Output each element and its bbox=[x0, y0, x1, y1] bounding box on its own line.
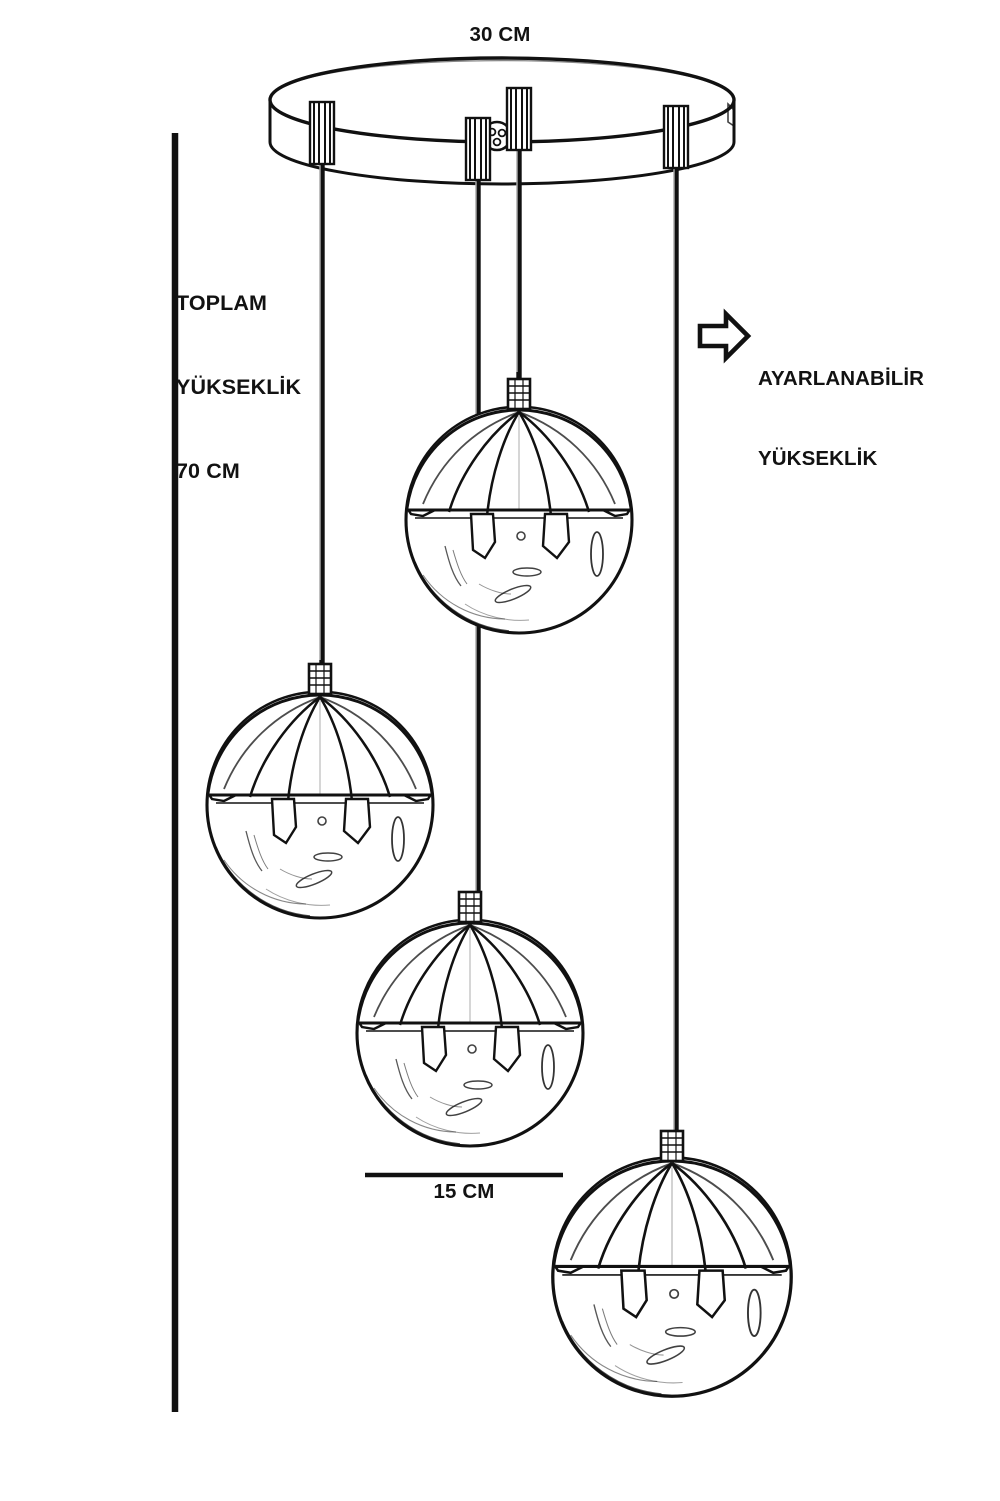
canopy-width-label: 30 CM bbox=[469, 23, 531, 46]
cable-3 bbox=[516, 110, 522, 378]
cable-4 bbox=[673, 126, 679, 1144]
adjustable-height-line-2: YÜKSEKLİK bbox=[758, 447, 878, 471]
cable-gripper-3 bbox=[505, 86, 533, 152]
globe-right bbox=[551, 1129, 793, 1398]
cable-gripper-4 bbox=[662, 104, 690, 170]
cable-gripper-2 bbox=[464, 116, 492, 182]
cable-gripper-1 bbox=[308, 100, 336, 166]
adjustable-height-label: AYARLANABİLİR YÜKSEKLİK bbox=[758, 313, 924, 526]
globe-width-label: 15 CM bbox=[433, 1180, 495, 1203]
right-arrow-icon bbox=[697, 308, 752, 364]
total-height-label: TOPLAM YÜKSEKLİK 70 CM bbox=[176, 234, 301, 541]
globe-lower-center bbox=[355, 890, 585, 1148]
total-height-line-1: TOPLAM bbox=[176, 290, 267, 315]
adjustable-height-line-1: AYARLANABİLİR bbox=[758, 367, 925, 391]
total-height-line-2: YÜKSEKLİK bbox=[176, 374, 302, 399]
globe-left bbox=[205, 662, 435, 920]
cable-1 bbox=[319, 126, 325, 668]
total-height-line-3: 70 CM bbox=[176, 458, 240, 483]
globe-upper-center bbox=[404, 377, 634, 635]
